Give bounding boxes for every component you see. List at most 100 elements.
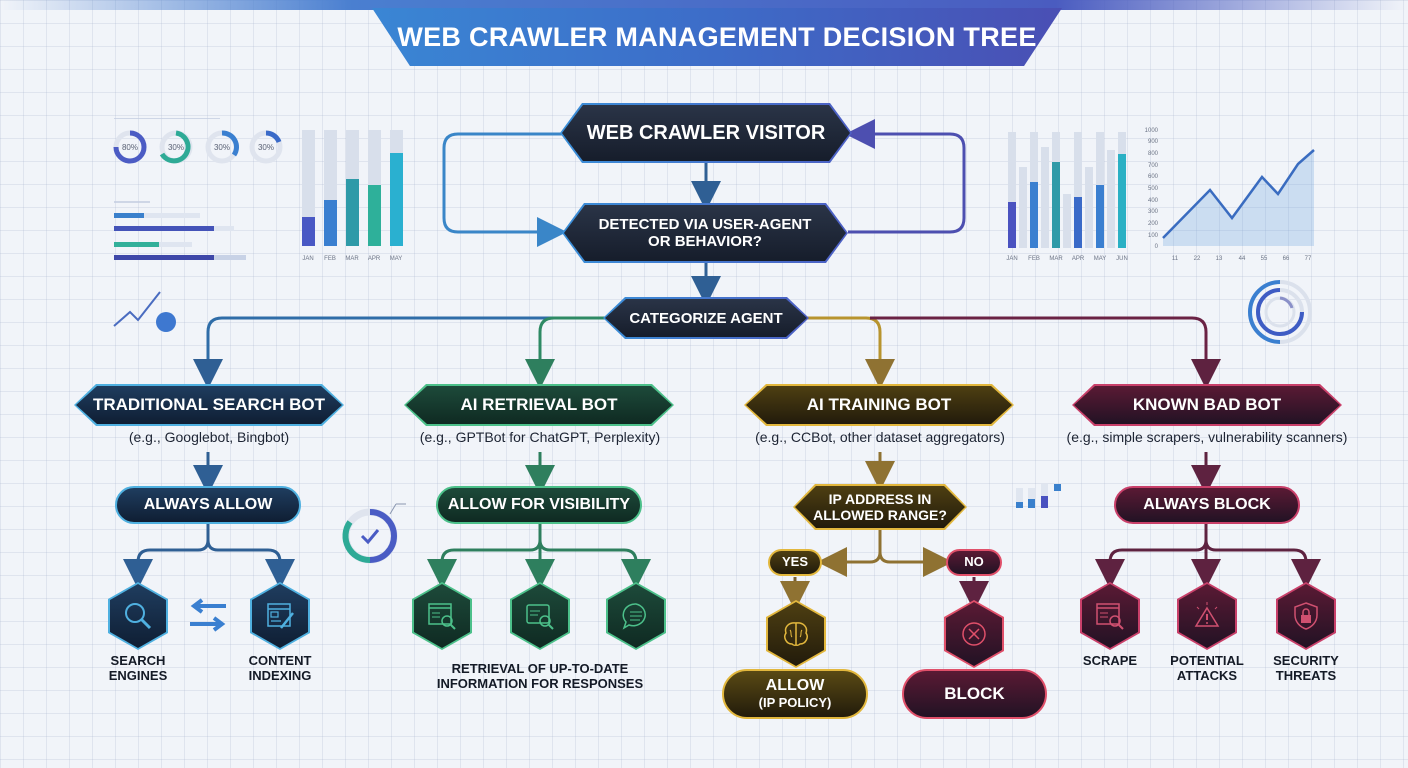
x-circle-icon bbox=[962, 622, 986, 646]
svg-text:900: 900 bbox=[1148, 139, 1159, 145]
action-label: ALLOW FOR VISIBILITY bbox=[447, 495, 631, 513]
branch-title: TRADITIONAL SEARCH BOT bbox=[92, 395, 325, 414]
action-allow-for-visibility[interactable]: ALLOW FOR VISIBILITY bbox=[436, 486, 642, 524]
svg-text:300: 300 bbox=[1148, 209, 1159, 215]
outcome-chat-response[interactable] bbox=[606, 582, 666, 650]
browser-search-icon bbox=[428, 603, 456, 630]
node-ai-retrieval-bot[interactable]: AI RETRIEVAL BOT bbox=[404, 384, 674, 426]
outcome-search-engines[interactable] bbox=[108, 582, 168, 650]
decision-line1: IP ADDRESS IN bbox=[828, 491, 932, 507]
decor-left-dashboard: 80% 30% 30% 30% JAN FEB MAR APR bbox=[110, 117, 410, 268]
lock-shield-icon bbox=[1294, 602, 1318, 630]
checkmark-ring-icon bbox=[342, 503, 406, 564]
svg-text:77: 77 bbox=[1305, 256, 1312, 262]
node-detected-decision[interactable]: DETECTED VIA USER-AGENT OR BEHAVIOR? bbox=[562, 203, 848, 263]
title-banner: WEB CRAWLER MANAGEMENT DECISION TREE bbox=[372, 8, 1062, 66]
block-button[interactable]: BLOCK bbox=[902, 669, 1047, 719]
svg-text:22: 22 bbox=[1194, 256, 1201, 262]
branch-examples: (e.g., GPTBot for ChatGPT, Perplexity) bbox=[419, 429, 661, 445]
outcome-security-threats[interactable] bbox=[1276, 582, 1336, 650]
svg-text:30%: 30% bbox=[168, 143, 184, 152]
svg-text:11: 11 bbox=[1172, 256, 1179, 262]
svg-text:30%: 30% bbox=[214, 143, 230, 152]
svg-text:55: 55 bbox=[1261, 256, 1268, 262]
branch-examples: (e.g., Googlebot, Bingbot) bbox=[128, 429, 290, 445]
allow-ip-policy-button[interactable]: ALLOW (IP POLICY) bbox=[722, 669, 868, 719]
swap-arrows-icon bbox=[190, 598, 226, 632]
brain-icon bbox=[784, 622, 808, 646]
svg-text:30%: 30% bbox=[258, 143, 274, 152]
svg-text:0: 0 bbox=[1155, 244, 1159, 250]
svg-text:FEB: FEB bbox=[1028, 256, 1040, 262]
svg-text:13: 13 bbox=[1216, 256, 1223, 262]
svg-text:80%: 80% bbox=[122, 143, 138, 152]
svg-text:400: 400 bbox=[1148, 198, 1159, 204]
action-always-allow[interactable]: ALWAYS ALLOW bbox=[115, 486, 301, 524]
svg-text:JAN: JAN bbox=[302, 256, 313, 262]
branch-examples: (e.g., simple scrapers, vulnerability sc… bbox=[1066, 429, 1348, 445]
outcome-potential-attacks[interactable] bbox=[1177, 582, 1237, 650]
node-label-line1: DETECTED VIA USER-AGENT bbox=[598, 216, 812, 233]
node-label-line2: OR BEHAVIOR? bbox=[648, 233, 762, 250]
donut-charts-icon: 80% 30% 30% 30% JAN FEB MAR APR bbox=[113, 117, 403, 262]
branch-title: AI RETRIEVAL BOT bbox=[460, 395, 618, 414]
page-title: WEB CRAWLER MANAGEMENT DECISION TREE bbox=[397, 21, 1037, 52]
action-label: ALWAYS ALLOW bbox=[143, 495, 273, 513]
node-web-crawler-visitor[interactable]: WEB CRAWLER VISITOR bbox=[560, 103, 852, 163]
action-always-block[interactable]: ALWAYS BLOCK bbox=[1114, 486, 1300, 524]
top-accent-bar bbox=[0, 0, 1408, 10]
chat-bubble-icon bbox=[622, 603, 646, 630]
svg-text:JAN: JAN bbox=[1006, 256, 1017, 262]
svg-text:MAY: MAY bbox=[1094, 256, 1107, 262]
search-icon bbox=[125, 603, 152, 630]
svg-text:APR: APR bbox=[368, 256, 381, 262]
branch-title: AI TRAINING BOT bbox=[806, 395, 952, 414]
trend-line-icon bbox=[113, 291, 176, 332]
svg-text:APR: APR bbox=[1072, 256, 1085, 262]
svg-text:1000: 1000 bbox=[1145, 128, 1159, 134]
svg-text:MAY: MAY bbox=[390, 256, 403, 262]
node-label: WEB CRAWLER VISITOR bbox=[586, 121, 826, 144]
yes-badge[interactable]: YES bbox=[768, 549, 822, 576]
warning-icon bbox=[1194, 602, 1220, 627]
svg-text:700: 700 bbox=[1148, 163, 1159, 169]
no-badge[interactable]: NO bbox=[946, 549, 1002, 576]
outcome-content-indexing[interactable] bbox=[250, 582, 310, 650]
node-ai-training-bot[interactable]: AI TRAINING BOT bbox=[744, 384, 1014, 426]
document-search-icon bbox=[526, 604, 554, 630]
node-traditional-search-bot[interactable]: TRADITIONAL SEARCH BOT bbox=[74, 384, 344, 426]
scrape-icon bbox=[1096, 603, 1124, 630]
outcome-document-search[interactable] bbox=[510, 582, 570, 650]
decision-line2: ALLOWED RANGE? bbox=[813, 507, 947, 523]
svg-text:JUN: JUN bbox=[1116, 256, 1128, 262]
branch-examples: (e.g., CCBot, other dataset aggregators) bbox=[755, 429, 1005, 445]
outcome-block-x[interactable] bbox=[944, 600, 1004, 668]
svg-text:44: 44 bbox=[1239, 256, 1246, 262]
outcome-browser-search[interactable] bbox=[412, 582, 472, 650]
branch-title: KNOWN BAD BOT bbox=[1132, 395, 1282, 414]
svg-text:MAR: MAR bbox=[345, 256, 359, 262]
node-categorize-agent[interactable]: CATEGORIZE AGENT bbox=[603, 297, 809, 339]
svg-text:200: 200 bbox=[1148, 221, 1159, 227]
outcome-scrape[interactable] bbox=[1080, 582, 1140, 650]
svg-text:600: 600 bbox=[1148, 174, 1159, 180]
node-known-bad-bot[interactable]: KNOWN BAD BOT bbox=[1072, 384, 1342, 426]
node-ip-range-decision[interactable]: IP ADDRESS IN ALLOWED RANGE? bbox=[793, 484, 967, 530]
svg-text:FEB: FEB bbox=[324, 256, 336, 262]
content-edit-icon bbox=[267, 603, 294, 629]
svg-text:100: 100 bbox=[1148, 233, 1159, 239]
concentric-rings-icon bbox=[1248, 280, 1312, 344]
mini-bars-icon bbox=[1016, 484, 1061, 508]
svg-text:500: 500 bbox=[1148, 186, 1159, 192]
svg-text:800: 800 bbox=[1148, 151, 1159, 157]
decor-right-charts: JAN FEB MAR APR MAY JUN 1000 900 800 700… bbox=[1006, 128, 1315, 262]
node-label: CATEGORIZE AGENT bbox=[629, 309, 783, 327]
outcome-label: SCRAPE bbox=[1082, 653, 1138, 668]
outcome-allow-brain[interactable] bbox=[766, 600, 826, 668]
svg-text:MAR: MAR bbox=[1049, 256, 1063, 262]
